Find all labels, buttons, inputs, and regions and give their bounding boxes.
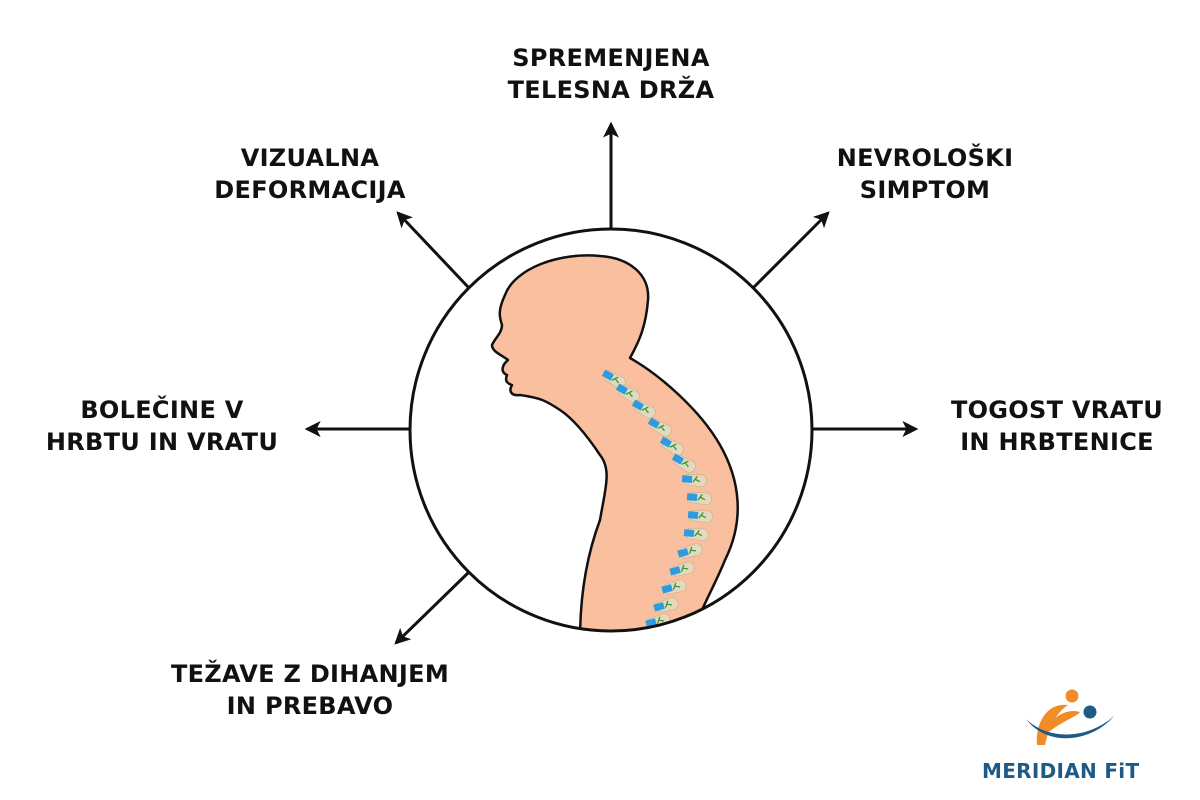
label-line: VIZUALNA: [240, 144, 380, 172]
vertebra: [631, 399, 656, 419]
symptom-label-breathing-digestion: TEŽAVE Z DIHANJEM IN PREBAVO: [140, 658, 480, 722]
vertebra: [615, 383, 640, 403]
label-line: IN HRBTENICE: [960, 428, 1154, 456]
arrow-up-left: [396, 211, 471, 290]
vertebra: [686, 492, 712, 506]
label-line: DEFORMACIJA: [214, 176, 406, 204]
meridian-fit-logo-icon: [1026, 689, 1114, 745]
label-line: HRBTU IN VRATU: [45, 428, 279, 456]
vertebra: [647, 417, 672, 437]
label-line: IN PREBAVO: [226, 692, 394, 720]
arrow-up-right: [751, 211, 830, 290]
vertebra: [661, 579, 687, 595]
label-line: SIMPTOM: [859, 176, 991, 204]
label-line: TELESNA DRŽA: [507, 76, 715, 104]
vertebra: [671, 453, 696, 473]
body-silhouette: [490, 254, 739, 630]
label-line: BOLEČINE V: [80, 396, 244, 424]
label-line: TOGOST VRATU: [950, 396, 1164, 424]
spine: [601, 369, 713, 629]
vertebra: [687, 510, 713, 524]
vertebra: [653, 597, 679, 613]
brand-name: MERIDIAN FiT: [982, 759, 1140, 783]
symptom-label-visual-deformity: VIZUALNA DEFORMACIJA: [180, 142, 440, 206]
arrows: [304, 121, 919, 645]
label-line: NEVROLOŠKI: [836, 144, 1014, 172]
vertebra: [681, 474, 707, 488]
vertebra: [669, 561, 695, 577]
label-line: SPREMENJENA: [512, 44, 710, 72]
label-line: TEŽAVE Z DIHANJEM: [170, 660, 450, 688]
vertebra: [659, 436, 684, 456]
symptom-label-altered-posture: SPREMENJENA TELESNA DRŽA: [483, 42, 739, 106]
center-circle: [408, 227, 814, 633]
vertebra: [677, 543, 703, 559]
person-illustration: [490, 254, 739, 630]
symptom-label-neurological-symptom: NEVROLOŠKI SIMPTOM: [800, 142, 1050, 206]
arrow-down-left: [394, 570, 471, 645]
symptom-label-stiffness: TOGOST VRATU IN HRBTENICE: [922, 394, 1192, 458]
vertebra: [683, 528, 709, 542]
symptom-label-back-neck-pain: BOLEČINE V HRBTU IN VRATU: [22, 394, 302, 458]
